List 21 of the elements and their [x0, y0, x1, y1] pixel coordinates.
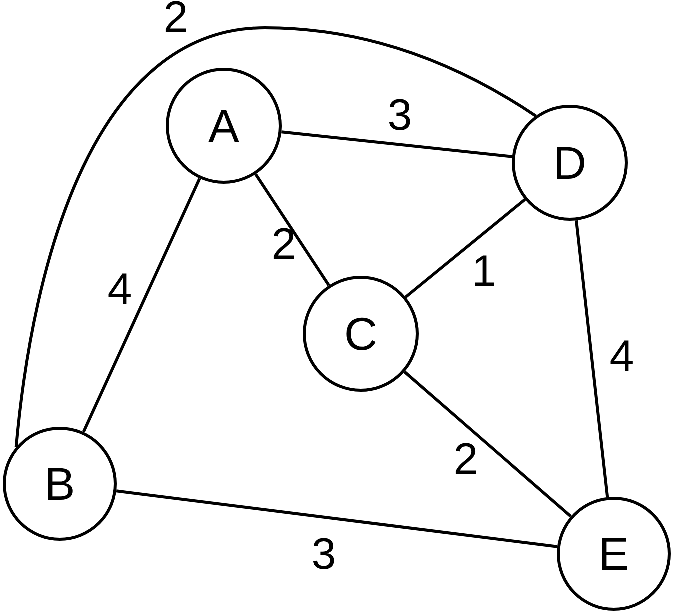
node-label: C	[344, 311, 378, 357]
edge-line	[116, 490, 558, 548]
node-label: B	[44, 461, 76, 507]
edge-line	[254, 174, 330, 286]
edge-label: 1	[472, 250, 496, 294]
node-label: A	[208, 103, 240, 149]
edge-label: 4	[610, 335, 634, 379]
edge-label: 3	[388, 94, 412, 138]
node-label: D	[553, 140, 587, 186]
edge-label: 2	[164, 0, 188, 40]
edge-line	[404, 370, 572, 518]
edge-label: 4	[108, 268, 132, 312]
edge-label: 2	[272, 223, 296, 267]
edge-line	[14, 26, 537, 448]
edge-label: 2	[454, 438, 478, 482]
edge-line	[282, 130, 512, 158]
edge-line	[82, 178, 202, 433]
edge-line	[404, 198, 526, 298]
edge-line	[575, 220, 610, 498]
node-label: E	[598, 531, 630, 577]
edge-label: 3	[312, 533, 336, 577]
